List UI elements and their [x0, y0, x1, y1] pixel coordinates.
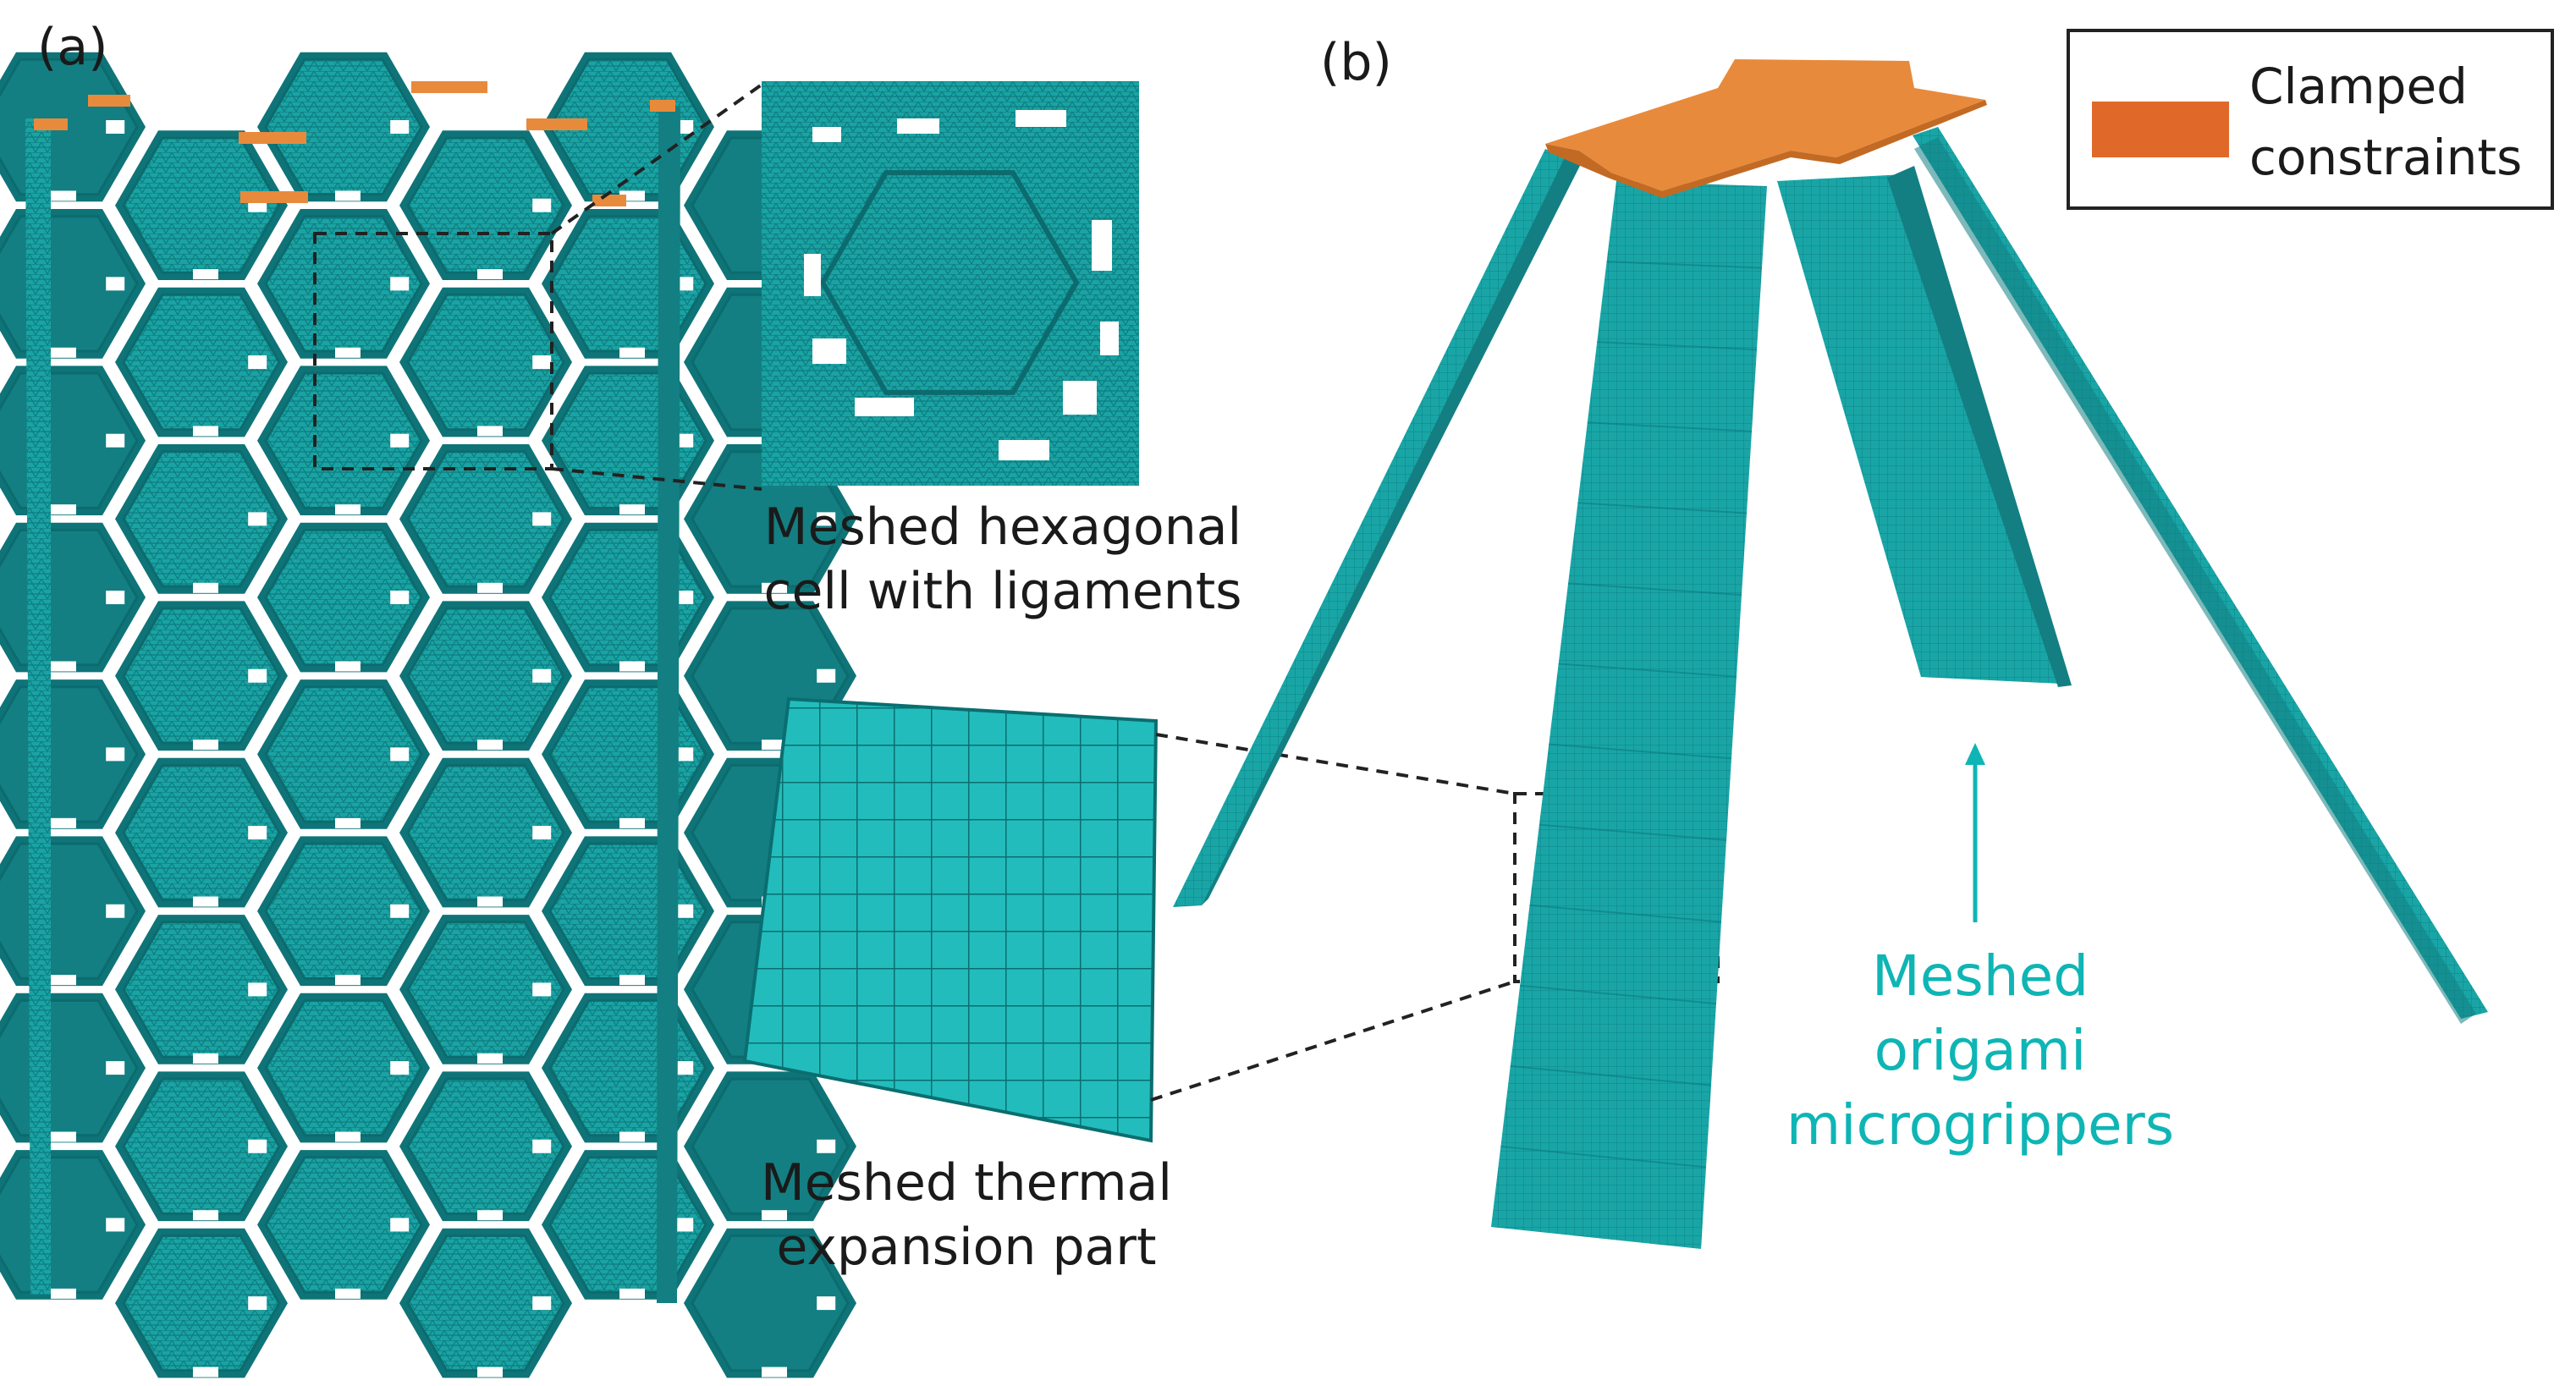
callout-arrow — [1965, 743, 1985, 922]
hex-cell-caption-line-2: cell with ligaments — [763, 562, 1242, 621]
thermal-part-caption: Meshed thermal expansion part — [738, 1151, 1195, 1279]
hex-cell-caption-line-1: Meshed hexagonal — [763, 498, 1242, 557]
thermal-expansion-part — [742, 696, 1159, 1143]
legend-box: Clamped constraints — [2067, 29, 2554, 210]
legend-label-line-2: constraints — [2249, 129, 2523, 186]
origami-caption-line-2: origami — [1874, 1018, 2087, 1083]
origami-caption: Meshed origami microgrippers — [1743, 939, 2217, 1163]
hex-cell-inset — [762, 81, 1139, 486]
legend-label: Clamped constraints — [2249, 51, 2522, 193]
origami-microgripper — [1173, 59, 2488, 1249]
panel-label-a: (a) — [37, 18, 108, 77]
thermal-part-caption-line-1: Meshed thermal — [760, 1153, 1172, 1213]
legend-label-line-1: Clamped — [2249, 58, 2468, 115]
thermal-part-caption-line-2: expansion part — [776, 1218, 1157, 1277]
origami-caption-line-1: Meshed — [1871, 943, 2089, 1009]
origami-caption-line-3: microgrippers — [1786, 1092, 2175, 1158]
clamped-constraint-tabs-a — [34, 81, 675, 206]
clamp-plate — [1545, 59, 1985, 191]
hexagonal-lattice-cylinder — [0, 52, 856, 1378]
hex-zoom-callout — [313, 83, 763, 491]
legend-swatch — [2092, 102, 2229, 157]
panel-label-b: (b) — [1320, 33, 1392, 92]
hex-cell-caption: Meshed hexagonal cell with ligaments — [745, 495, 1261, 624]
